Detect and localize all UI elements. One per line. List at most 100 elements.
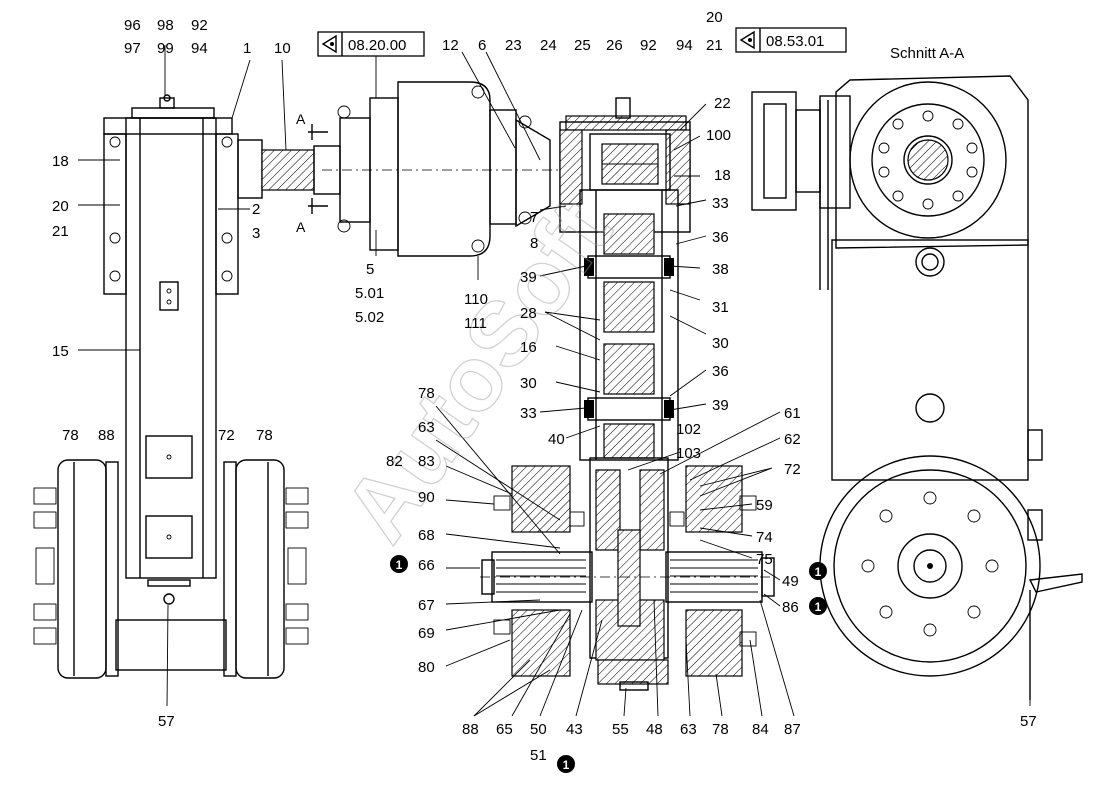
part-label: 20 [52, 198, 69, 215]
centre-section-view [435, 97, 795, 717]
part-label: 51 [530, 747, 547, 764]
motor-assembly [322, 51, 560, 280]
part-label: 28 [520, 305, 537, 322]
part-label: 6 [478, 37, 486, 54]
part-label: 30 [712, 335, 729, 352]
part-label: 78 [62, 427, 79, 444]
part-label: 57 [158, 713, 175, 730]
part-label: 92 [640, 37, 657, 54]
part-label: 78 [418, 385, 435, 402]
part-label: 49 [782, 573, 799, 590]
part-label: 78 [712, 721, 729, 738]
motor-labels: 12 5 5.01 5.02 110 111 [355, 37, 488, 332]
part-label: 12 [442, 37, 459, 54]
centre-labels: 6 23 24 25 26 92 94 20 21 22 100 18 7 8 … [386, 9, 801, 764]
marker-66: 1 [390, 555, 408, 573]
part-label: 24 [540, 37, 557, 54]
part-label: 69 [418, 625, 435, 642]
part-label: 88 [462, 721, 479, 738]
svg-text:1: 1 [563, 758, 570, 772]
section-mark-top: A [296, 111, 306, 127]
part-label: 96 [124, 17, 141, 34]
reference-box-right[interactable]: 08.53.01 [735, 27, 847, 53]
part-label: 8 [530, 235, 538, 252]
part-label: 62 [784, 431, 801, 448]
part-label: 99 [157, 40, 174, 57]
svg-text:1: 1 [815, 565, 822, 579]
part-label: 5.02 [355, 309, 384, 326]
right-view-labels: 57 [1020, 713, 1037, 730]
part-label: 84 [752, 721, 769, 738]
part-label: 25 [574, 37, 591, 54]
part-label: 50 [530, 721, 547, 738]
part-label: 3 [252, 225, 260, 242]
right-section-view [751, 75, 1083, 706]
part-label: 83 [418, 453, 435, 470]
part-label: 39 [520, 269, 537, 286]
left-side-view [33, 45, 341, 707]
part-label: 33 [712, 195, 729, 212]
part-label: 68 [418, 527, 435, 544]
part-label: 94 [191, 40, 208, 57]
part-label: 111 [464, 315, 487, 332]
eye-icon [739, 30, 755, 50]
eye-icon [321, 34, 337, 54]
left-view-labels: 96 98 92 97 99 94 1 10 18 20 21 2 3 15 7… [52, 17, 291, 730]
part-label: 7 [530, 209, 538, 226]
part-label: 82 [386, 453, 403, 470]
part-label: 65 [496, 721, 513, 738]
part-label: 5 [366, 261, 374, 278]
part-label: 39 [712, 397, 729, 414]
eye-pupil-icon [748, 38, 752, 42]
part-label: 20 [706, 9, 723, 26]
part-label: 38 [712, 261, 729, 278]
part-label: 10 [274, 40, 291, 57]
part-label: 36 [712, 229, 729, 246]
part-label: 23 [505, 37, 522, 54]
part-label: 36 [712, 363, 729, 380]
part-label: 48 [646, 721, 663, 738]
part-label: 55 [612, 721, 629, 738]
part-label: 110 [464, 291, 488, 308]
part-label: 59 [756, 497, 773, 514]
part-label: 30 [520, 375, 537, 392]
part-label: 72 [218, 427, 235, 444]
reference-left-label: 08.20.00 [348, 37, 406, 54]
part-label: 80 [418, 659, 435, 676]
part-label: 2 [252, 201, 260, 218]
part-label: 98 [157, 17, 174, 34]
part-label: 75 [756, 551, 773, 568]
part-label: 18 [52, 153, 69, 170]
eye-pupil-icon [330, 42, 334, 46]
part-label: 18 [714, 167, 731, 184]
part-label: 40 [548, 431, 565, 448]
marker-86: 1 [809, 597, 827, 615]
part-label: 92 [191, 17, 208, 34]
part-label: 66 [418, 557, 435, 574]
part-label: 33 [520, 405, 537, 422]
part-label: 57 [1020, 713, 1037, 730]
part-label: 63 [418, 419, 435, 436]
svg-text:1: 1 [815, 600, 822, 614]
reference-box-left[interactable]: 08.20.00 [317, 31, 425, 57]
marker-51: 1 [557, 755, 575, 773]
part-label: 22 [714, 95, 731, 112]
part-label: 94 [676, 37, 693, 54]
svg-text:1: 1 [396, 558, 403, 572]
reference-right-label: 08.53.01 [766, 33, 824, 50]
part-label: 72 [784, 461, 801, 478]
part-label: 63 [680, 721, 697, 738]
marker-49: 1 [809, 562, 827, 580]
part-label: 21 [52, 223, 69, 240]
part-label: 87 [784, 721, 801, 738]
part-label: 88 [98, 427, 115, 444]
part-label: 31 [712, 299, 729, 316]
part-label: 102 [676, 421, 701, 438]
part-label: 78 [256, 427, 273, 444]
part-label: 15 [52, 343, 69, 360]
part-label: 61 [784, 405, 801, 422]
part-label: 103 [676, 445, 701, 462]
part-label: 86 [782, 599, 799, 616]
part-label: 5.01 [355, 285, 384, 302]
